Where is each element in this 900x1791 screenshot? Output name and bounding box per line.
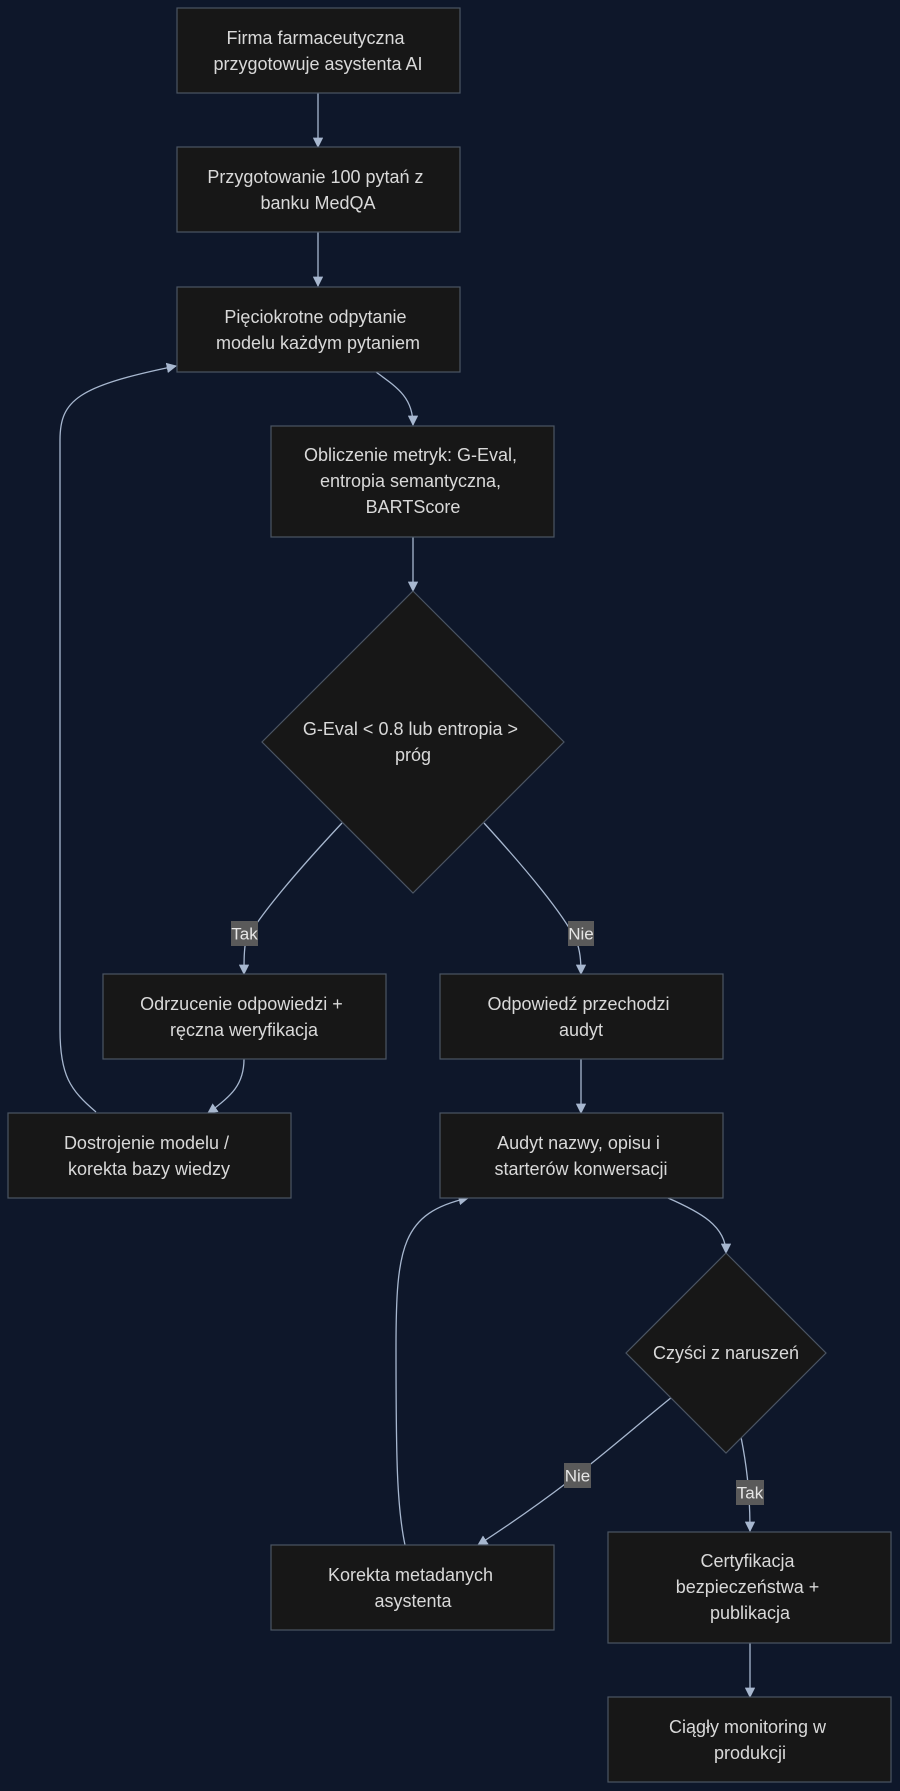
node-certification-publication: Certyfikacja bezpieczeństwa + publikacja	[607, 1531, 892, 1644]
svg-text:Ciągły monitoring w prod: Ciągły monitoring w produkcji	[669, 1717, 831, 1763]
node-prepare-questions: Przygotowanie 100 pytań z banku MedQA	[176, 146, 461, 233]
node-reject-answer: Odrzucenie odpowiedzi + ręczna weryfikac…	[102, 973, 387, 1060]
edge-label-d1-yes: Tak	[231, 921, 258, 946]
svg-text:Odpowiedź przechodzi aud: Odpowiedź przechodzi audyt	[487, 994, 674, 1040]
svg-text:Korekta metadanych asyst: Korekta metadanych asystenta	[328, 1565, 498, 1611]
node-audit-metadata: Audyt nazwy, opisu i starterów konwersac…	[439, 1112, 724, 1199]
node-fix-metadata: Korekta metadanych asystenta	[270, 1544, 555, 1631]
decision-violations-clean: Czyści z naruszeń	[625, 1252, 827, 1454]
node-compute-metrics: Obliczenie metryk: G-Eval, entropia sema…	[270, 425, 555, 538]
edge-label-d2-yes: Tak	[736, 1480, 764, 1505]
edge-n7-n3	[59, 362, 178, 1113]
svg-text:Odrzucenie odpowiedzi +: Odrzucenie odpowiedzi + ręczna weryfikac…	[140, 994, 348, 1040]
node-company-prepares-assistant: Firma farmaceutyczna przygotowuje asyste…	[176, 7, 461, 94]
edge-d1-n6	[483, 822, 587, 976]
svg-text:G-Eval < 0.8 lub entropia >: G-Eval < 0.8 lub entropia > próg	[303, 719, 523, 765]
svg-text:Audyt nazwy, opisu i sta: Audyt nazwy, opisu i starterów konwersac…	[494, 1133, 667, 1179]
node-answer-passes: Odpowiedź przechodzi audyt	[439, 973, 724, 1060]
edge-n9-n8	[395, 1195, 470, 1546]
svg-text:Przygotowanie 100 pytań z: Przygotowanie 100 pytań z banku MedQA	[207, 167, 428, 213]
decision-geval-threshold: G-Eval < 0.8 lub entropia > próg	[261, 590, 565, 894]
svg-text:Tak: Tak	[737, 1484, 764, 1503]
edge-label-d1-no: Nie	[568, 921, 594, 946]
edge-label-d2-no: Nie	[564, 1463, 591, 1488]
edge-d2-n10	[740, 1436, 756, 1533]
svg-text:Obliczenie metryk: G-Eval,: Obliczenie metryk: G-Eval, entropia sema…	[304, 445, 522, 517]
node-query-model: Pięciokrotne odpytanie modelu każdym pyt…	[176, 286, 461, 373]
edge-labels: Tak Nie Nie Tak	[231, 921, 764, 1505]
svg-text:Czyści z naruszeń: Czyści z naruszeń	[653, 1343, 799, 1363]
svg-text:Tak: Tak	[231, 925, 258, 944]
node-continuous-monitoring: Ciągły monitoring w produkcji	[607, 1696, 892, 1783]
svg-text:Nie: Nie	[568, 925, 594, 944]
edge-n5-n7	[207, 1058, 245, 1114]
node-fine-tune-model: Dostrojenie modelu / korekta bazy wiedzy	[7, 1112, 292, 1199]
svg-text:Nie: Nie	[565, 1467, 591, 1486]
svg-text:Pięciokrotne odpytanie m: Pięciokrotne odpytanie modelu każdym pyt…	[216, 307, 420, 353]
edge-n8-d2	[667, 1197, 732, 1255]
edge-n3-n4	[375, 371, 419, 427]
svg-text:Dostrojenie modelu / kor: Dostrojenie modelu / korekta bazy wiedzy	[64, 1133, 234, 1179]
svg-text:Certyfikacja bezpieczeńs: Certyfikacja bezpieczeństwa + publikacja	[676, 1551, 825, 1623]
edge-d1-n5	[238, 822, 343, 976]
svg-text:Firma farmaceutyczna prz: Firma farmaceutyczna przygotowuje asyste…	[213, 28, 422, 74]
